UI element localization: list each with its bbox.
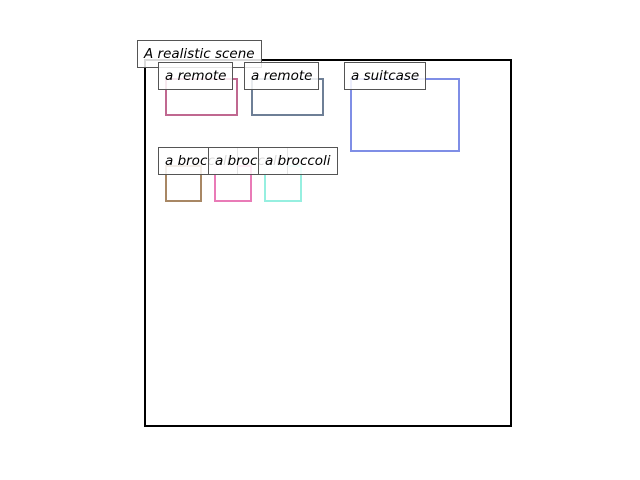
remote-label-2: a remote xyxy=(244,62,320,90)
scene-frame xyxy=(144,59,512,427)
remote-label-1: a remote xyxy=(158,62,234,90)
broccoli-label-3: a broccoli xyxy=(258,147,338,175)
suitcase-label: a suitcase xyxy=(344,62,427,90)
